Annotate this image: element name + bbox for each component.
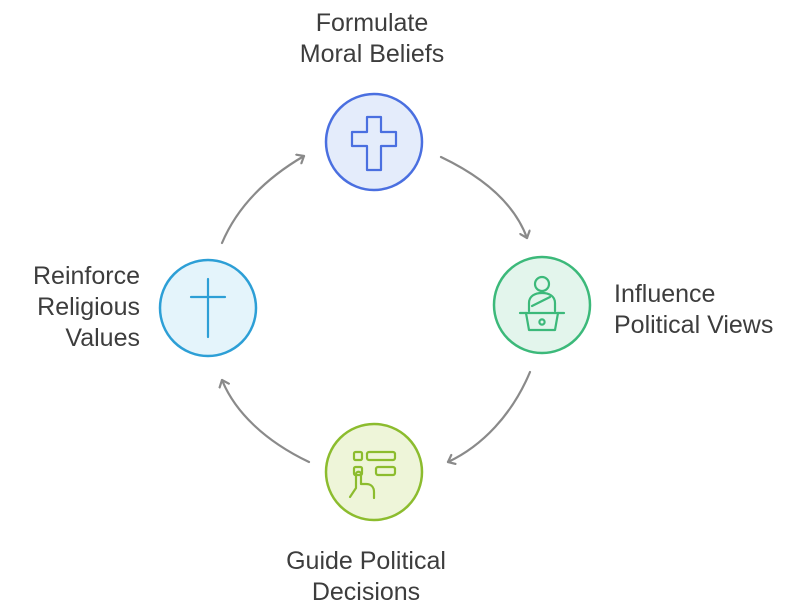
arrow-formulate-to-influence: [439, 155, 527, 240]
node-circle-guide: [324, 422, 424, 522]
label-line: Religious: [37, 293, 140, 321]
label-line: Guide Political: [286, 547, 446, 575]
node-influence-political-views: [492, 255, 592, 355]
node-guide-political-decisions: [324, 422, 424, 522]
node-reinforce-religious-values: [158, 258, 258, 358]
arrow-reinforce-to-formulate: [220, 156, 306, 245]
label-line: Influence: [614, 280, 716, 308]
node-circle-influence: [492, 255, 592, 355]
label-guide-political-decisions: Guide Political Decisions: [266, 546, 466, 608]
arrow-influence-to-guide: [446, 370, 532, 462]
hand-selecting-list-icon: [348, 450, 397, 500]
label-line: Reinforce: [33, 262, 140, 290]
label-reinforce-religious-values: Reinforce Religious Values: [8, 261, 140, 354]
label-influence-political-views: Influence Political Views: [614, 279, 773, 341]
label-line: Decisions: [311, 578, 421, 606]
arrow-guide-to-reinforce: [222, 378, 311, 464]
node-circle-formulate: [324, 92, 424, 192]
node-formulate-moral-beliefs: [324, 92, 424, 192]
simple-cross-icon: [189, 277, 227, 339]
label-line: Formulate: [315, 9, 429, 37]
label-line: Values: [65, 324, 140, 352]
label-formulate-moral-beliefs: Formulate Moral Beliefs: [272, 8, 472, 70]
label-line: Political Views: [614, 311, 774, 339]
speaker-at-podium-icon: [518, 275, 566, 332]
label-line: Moral Beliefs: [299, 40, 445, 68]
cross-icon: [350, 115, 398, 172]
